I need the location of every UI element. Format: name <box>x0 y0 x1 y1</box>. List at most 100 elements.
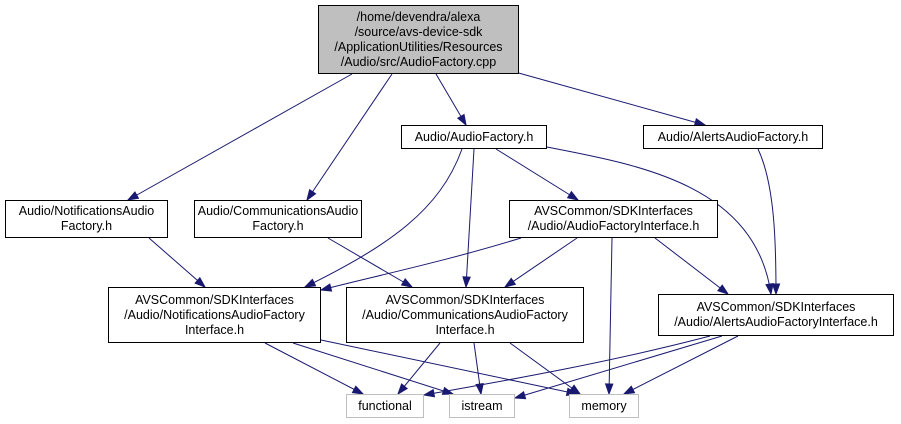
edge-arrowhead <box>566 190 580 201</box>
node-line: /ApplicationUtilities/Resources <box>334 39 503 54</box>
edge-line <box>504 237 578 288</box>
edge-arrowhead <box>319 283 333 292</box>
node-line: istream <box>461 398 503 413</box>
node-line: memory <box>581 398 627 413</box>
edge-root-to-communications-audio-factory-h <box>306 73 393 202</box>
edge-root-to-audio-factory-h <box>435 73 467 127</box>
edge-line <box>292 342 454 395</box>
node-line: functional <box>358 398 412 413</box>
node-line: /Audio/NotificationsAudioFactory <box>124 307 305 322</box>
edge-root-to-notifications-audio-factory-h <box>126 73 353 201</box>
edge-line <box>514 335 723 399</box>
edge-sdk-audio-factory-interface-h-to-sdk-communications-interface-h <box>503 237 578 288</box>
edge-arrowhead <box>194 276 207 288</box>
node-sdk-communications-interface-h[interactable]: AVSCommon/SDKInterfaces /Audio/Communica… <box>346 287 584 343</box>
node-istream: istream <box>449 394 515 418</box>
edge-sdk-communications-interface-h-to-functional <box>397 342 441 396</box>
node-line: Factory.h <box>252 219 304 233</box>
edge-arrowhead <box>462 276 471 289</box>
edge-line <box>148 237 206 288</box>
node-sdk-notifications-interface-h[interactable]: AVSCommon/SDKInterfaces /Audio/Notificat… <box>108 287 321 343</box>
node-line: /home/devendra/alexa <box>356 9 481 24</box>
edge-line <box>423 335 711 396</box>
edge-line <box>546 146 772 295</box>
edge-line <box>327 237 413 288</box>
edge-sdk-audio-factory-interface-h-to-memory <box>604 237 614 396</box>
edge-line <box>127 73 353 201</box>
edge-sdk-notifications-interface-h-to-functional <box>264 342 365 395</box>
edge-sdk-communications-interface-h-to-memory <box>509 342 582 395</box>
node-memory: memory <box>569 394 639 418</box>
edge-arrowhead <box>765 282 774 296</box>
edge-sdk-audio-factory-interface-h-to-sdk-notifications-interface-h <box>319 237 522 292</box>
edge-sdk-audio-factory-interface-h-to-sdk-alerts-interface-h <box>654 237 730 295</box>
edge-arrowhead <box>456 113 467 127</box>
edge-root-to-alerts-audio-factory-h <box>514 71 707 127</box>
edge-line <box>306 73 393 201</box>
node-line: /Audio/src/AudioFactory.cpp <box>340 54 497 69</box>
node-audio-factory-cpp: /home/devendra/alexa /source/avs-device-… <box>318 5 519 74</box>
node-line: /source/avs-device-sdk <box>354 24 483 39</box>
node-line: AVSCommon/SDKInterfaces <box>385 292 545 307</box>
edge-sdk-alerts-interface-h-to-functional <box>422 335 711 398</box>
node-line: Interface.h <box>184 322 245 337</box>
edge-arrowhead <box>568 384 582 395</box>
node-line: Factory.h <box>60 219 113 233</box>
edge-audio-factory-h-to-sdk-audio-factory-interface-h <box>495 148 580 201</box>
node-line: Audio/AudioFactory.h <box>414 129 534 144</box>
edge-arrowhead <box>351 385 365 395</box>
edge-alerts-audio-factory-h-to-sdk-alerts-interface-h <box>757 148 781 296</box>
edge-audio-factory-h-to-sdk-notifications-interface-h <box>303 148 463 288</box>
edge-line <box>623 335 739 395</box>
edge-line <box>514 71 706 126</box>
edge-line <box>509 342 581 395</box>
edge-arrowhead <box>513 390 527 400</box>
node-notifications-audio-factory-h[interactable]: Audio/NotificationsAudio Factory.h <box>5 200 168 238</box>
edge-line <box>264 342 364 395</box>
edge-line <box>320 237 522 291</box>
node-line: Audio/AlertsAudioFactory.h <box>657 129 809 144</box>
edge-audio-factory-h-to-sdk-communications-interface-h <box>462 148 475 289</box>
node-communications-audio-factory-h[interactable]: Audio/CommunicationsAudio Factory.h <box>194 200 362 238</box>
node-line: Audio/CommunicationsAudio <box>197 204 359 218</box>
node-audio-factory-h[interactable]: Audio/AudioFactory.h <box>401 125 547 149</box>
node-sdk-alerts-interface-h[interactable]: AVSCommon/SDKInterfaces /Audio/AlertsAud… <box>658 294 894 336</box>
edge-line <box>757 148 777 295</box>
edge-arrowhead <box>306 188 317 202</box>
edge-line <box>495 148 579 201</box>
edge-communications-audio-factory-h-to-sdk-communications-interface-h <box>327 237 414 288</box>
edge-arrowhead <box>622 385 636 395</box>
node-line: /Audio/AudioFactoryInterface.h <box>527 219 700 233</box>
edge-arrowhead <box>503 277 517 288</box>
edge-sdk-alerts-interface-h-to-memory <box>622 335 739 395</box>
edge-line <box>654 237 729 295</box>
edge-arrowhead <box>771 283 781 296</box>
node-alerts-audio-factory-h[interactable]: Audio/AlertsAudioFactory.h <box>643 125 823 149</box>
node-sdk-audio-factory-interface-h[interactable]: AVSCommon/SDKInterfaces /Audio/AudioFact… <box>509 200 718 238</box>
edge-line <box>397 342 441 395</box>
node-line: AVSCommon/SDKInterfaces <box>534 204 693 218</box>
edge-sdk-alerts-interface-h-to-istream <box>513 335 723 400</box>
edge-audio-factory-h-to-sdk-alerts-interface-h <box>546 146 774 296</box>
node-line: /Audio/CommunicationsAudioFactory <box>362 307 568 322</box>
node-line: /Audio/AlertsAudioFactoryInterface.h <box>674 315 878 329</box>
edge-arrowhead <box>397 383 409 396</box>
edge-line <box>608 237 613 395</box>
node-line: Interface.h <box>435 322 495 337</box>
node-line: AVSCommon/SDKInterfaces <box>135 292 294 307</box>
edge-line <box>320 339 578 395</box>
edge-sdk-notifications-interface-h-to-memory <box>320 339 579 397</box>
edge-arrowhead <box>303 278 317 288</box>
edge-arrowhead <box>475 383 484 396</box>
edge-arrowhead <box>717 284 730 295</box>
edge-arrowhead <box>604 383 614 396</box>
edge-notifications-audio-factory-h-to-sdk-notifications-interface-h <box>148 237 207 288</box>
node-functional: functional <box>346 394 424 418</box>
edge-arrowhead <box>422 388 436 398</box>
edge-arrowhead <box>126 191 140 201</box>
edge-line <box>304 148 463 288</box>
node-line: Audio/NotificationsAudio <box>18 204 155 218</box>
edge-line <box>465 148 475 288</box>
